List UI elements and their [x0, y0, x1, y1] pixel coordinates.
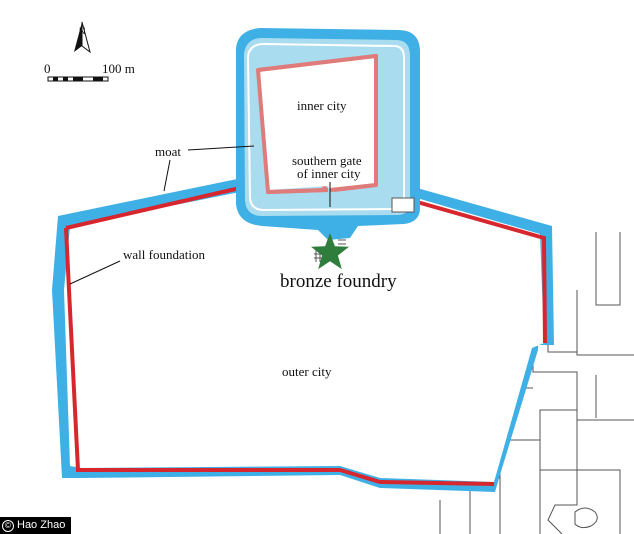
outer-city-label: outer city: [282, 364, 332, 379]
outer-wall: [64, 227, 495, 486]
southern-gate-label-2: of inner city: [297, 166, 361, 181]
modern-block: [539, 420, 578, 471]
scale-bar: [47, 76, 109, 82]
star-icon: [311, 233, 349, 270]
modern-block: [577, 469, 621, 534]
photo-credit: © Hao Zhao: [0, 517, 72, 534]
moat-leader: [163, 159, 171, 192]
wall-foundation-leader: [69, 260, 121, 285]
copyright-icon: ©: [2, 519, 14, 532]
modern-block: [595, 232, 621, 306]
inner-wall: [256, 54, 378, 194]
outer-moat-inner-edge: [64, 192, 544, 482]
wall-foundation-label: wall foundation: [123, 247, 205, 262]
credit-text: Hao Zhao: [17, 519, 66, 531]
scale-end-label: 100 m: [102, 61, 135, 76]
inner-city-label: inner city: [297, 98, 347, 113]
inner-gate-building: [391, 197, 415, 213]
modern-block: [576, 290, 634, 356]
modern-block: [574, 507, 598, 529]
moat-label: moat: [155, 144, 181, 159]
bronze-foundry-label: bronze foundry: [280, 271, 397, 292]
scale-start-label: 0: [44, 61, 51, 76]
modern-block: [547, 470, 578, 534]
inner-city-area: [260, 58, 374, 190]
moat-leader: [187, 145, 255, 151]
southern-gate-label-1: southern gate: [292, 153, 362, 168]
outer-wall: [65, 186, 241, 230]
svg-text:N: N: [79, 26, 86, 36]
north-arrow-icon: N: [74, 21, 91, 54]
outer-wall: [409, 198, 547, 344]
